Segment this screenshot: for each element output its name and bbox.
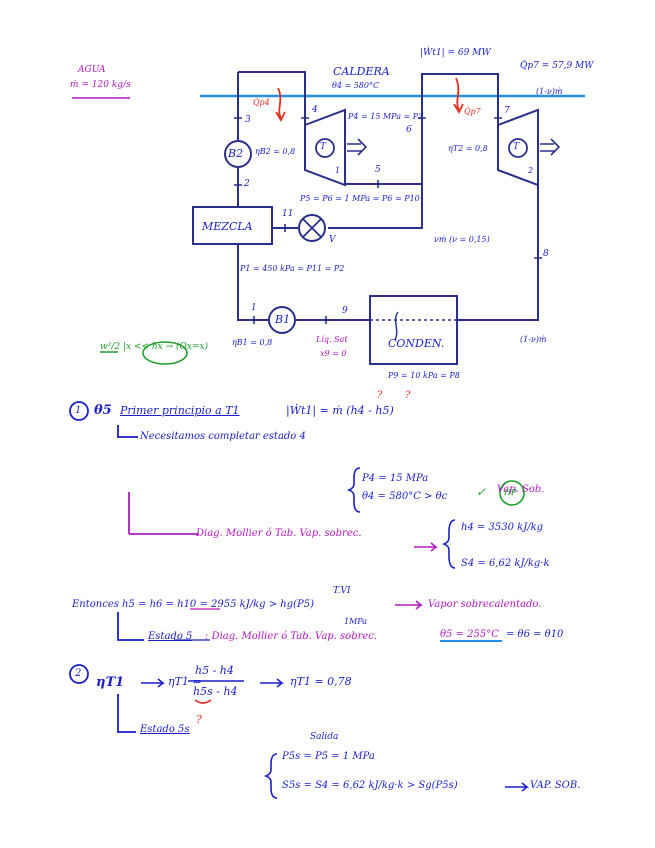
mezcla-box xyxy=(192,206,273,245)
estado5-diag-note: : Diag. Mollier ó Tab. Vap. sobrec. xyxy=(205,631,378,642)
eta-formula-numerator: h5 - h4 xyxy=(195,664,234,677)
qp7-value-label: Q̇p7 = 57,9 MW xyxy=(520,61,594,71)
vapor-sobrecalentado: Vapor sobrecalentado. xyxy=(428,599,542,610)
one-minus-nu-top: (1-ν)ṁ xyxy=(536,87,563,96)
mollier-diagram-note: Diag. Mollier ó Tab. Vap. sobrec. xyxy=(196,528,362,539)
eta-formula-denominator: h5s - h4 xyxy=(193,685,238,698)
condenser-box xyxy=(369,295,458,365)
entonces-line: Entonces h5 = h6 = h10 = 2955 kJ/kg > hg… xyxy=(72,599,315,610)
wt1-equation: |Ẇt1| = ṁ (h4 - h5) xyxy=(286,404,394,417)
node-1: 1 xyxy=(251,303,257,313)
h4-value: h4 = 3530 kJ/kg xyxy=(461,522,544,533)
p4-label: P4 = 15 MPa = P3 xyxy=(348,112,424,121)
nu-m-label: νṁ (ν = 0,15) xyxy=(434,235,490,244)
node-4: 4 xyxy=(312,105,318,115)
step-1-theta: θ5 xyxy=(94,403,112,418)
kinetic-note: w²/2 |x << hx → (Ox=x) xyxy=(100,342,209,352)
estado5-label: Estado 5 xyxy=(148,631,193,642)
state4-theta: θ4 = 580°C > θc xyxy=(362,491,448,502)
need-state4: Necesitamos completar estado 4 xyxy=(140,431,306,442)
node-2: 2 xyxy=(244,179,250,189)
turbine-1-number: 1 xyxy=(335,166,341,175)
question-mark-3: ? xyxy=(196,713,202,726)
x9-label: x9 = 0 xyxy=(320,349,347,358)
step-2-eta: ηT1 xyxy=(96,675,125,690)
salida-label: Salida xyxy=(310,732,339,742)
node-5: 5 xyxy=(375,165,381,175)
node-6: 6 xyxy=(406,125,412,135)
s5s-value: S5s = S4 = 6,62 kJ/kg·k > Sg(P5s) xyxy=(282,780,458,791)
turbine-2-number: 2 xyxy=(528,166,534,175)
state4-check: ✓ xyxy=(476,485,487,499)
eta-result: ηT1 = 0,78 xyxy=(290,675,352,688)
fluid-label: AGUA xyxy=(78,65,106,75)
p1-label: P1 = 450 kPa = P11 = P2 xyxy=(240,264,345,273)
turbine-2-symbol: T xyxy=(513,142,520,152)
pump-b2 xyxy=(224,140,252,168)
p9-label: P9 = 10 kPa = P8 xyxy=(388,371,460,380)
mezcla-label: MEZCLA xyxy=(202,220,253,233)
theta5-value: θ5 = 255°C xyxy=(440,629,499,640)
eta-formula-lhs: ηT1 = xyxy=(168,675,202,688)
eta-b2-label: ηB2 = 0,8 xyxy=(255,147,296,156)
caldera-label: CALDERA xyxy=(333,65,390,78)
node-7: 7 xyxy=(504,106,510,116)
theta4-label: θ4 = 580°C xyxy=(332,81,380,90)
node-9: 9 xyxy=(342,306,348,316)
vap-sob-label: Vap. Sob. xyxy=(497,484,545,495)
s4-value: S4 = 6,62 kJ/kg·k xyxy=(461,558,550,569)
node-11: 11 xyxy=(282,209,294,219)
step-2-number: 2 xyxy=(75,668,82,679)
vap-sob-caps: VAP. SOB. xyxy=(530,780,581,791)
node-8: 8 xyxy=(543,249,549,259)
qp4-label: Q̇p4 xyxy=(253,98,270,107)
one-mpa-label: 1MPa xyxy=(344,617,368,626)
qp7-label: Q̇p7 xyxy=(464,107,481,116)
theta5-rest: = θ6 = θ10 xyxy=(506,629,564,640)
question-mark-1: ? xyxy=(377,390,383,401)
hp-label: HP xyxy=(504,488,517,497)
tvi-label: T.VI xyxy=(333,586,351,596)
valve-label: V xyxy=(329,235,336,245)
liq-sat-label: Líq. Sat xyxy=(316,335,348,344)
loop-left xyxy=(238,71,306,125)
mass-flow-label: ṁ = 120 kg/s xyxy=(70,80,131,90)
state4-pressure: P4 = 15 MPa xyxy=(362,473,429,484)
question-mark-2: ? xyxy=(405,390,411,401)
estado5s-label: Estado 5s xyxy=(140,724,190,735)
condenser-label: CONDEN. xyxy=(388,337,445,350)
pump-b1 xyxy=(268,306,296,334)
pump-b1-label: B1 xyxy=(275,313,291,326)
p5-label: P5 = P6 = 1 MPa = P6 = P10 xyxy=(300,194,420,203)
wt1-label: |Ẇt1| = 69 MW xyxy=(420,48,491,58)
turbine-1-symbol: T xyxy=(320,142,327,152)
node-3: 3 xyxy=(245,115,251,125)
valve-v xyxy=(298,214,326,242)
pump-b2-label: B2 xyxy=(228,147,244,160)
first-principle: Primer principio a T1 xyxy=(120,404,240,417)
step-1-number: 1 xyxy=(75,405,82,416)
p5s-value: P5s = P5 = 1 MPa xyxy=(282,751,375,762)
one-minus-nu-bottom: (1-ν)ṁ xyxy=(520,335,547,344)
eta-t2-label: ηT2 = 0,8 xyxy=(448,144,488,153)
eta-b1-label: ηB1 = 0,8 xyxy=(232,338,273,347)
